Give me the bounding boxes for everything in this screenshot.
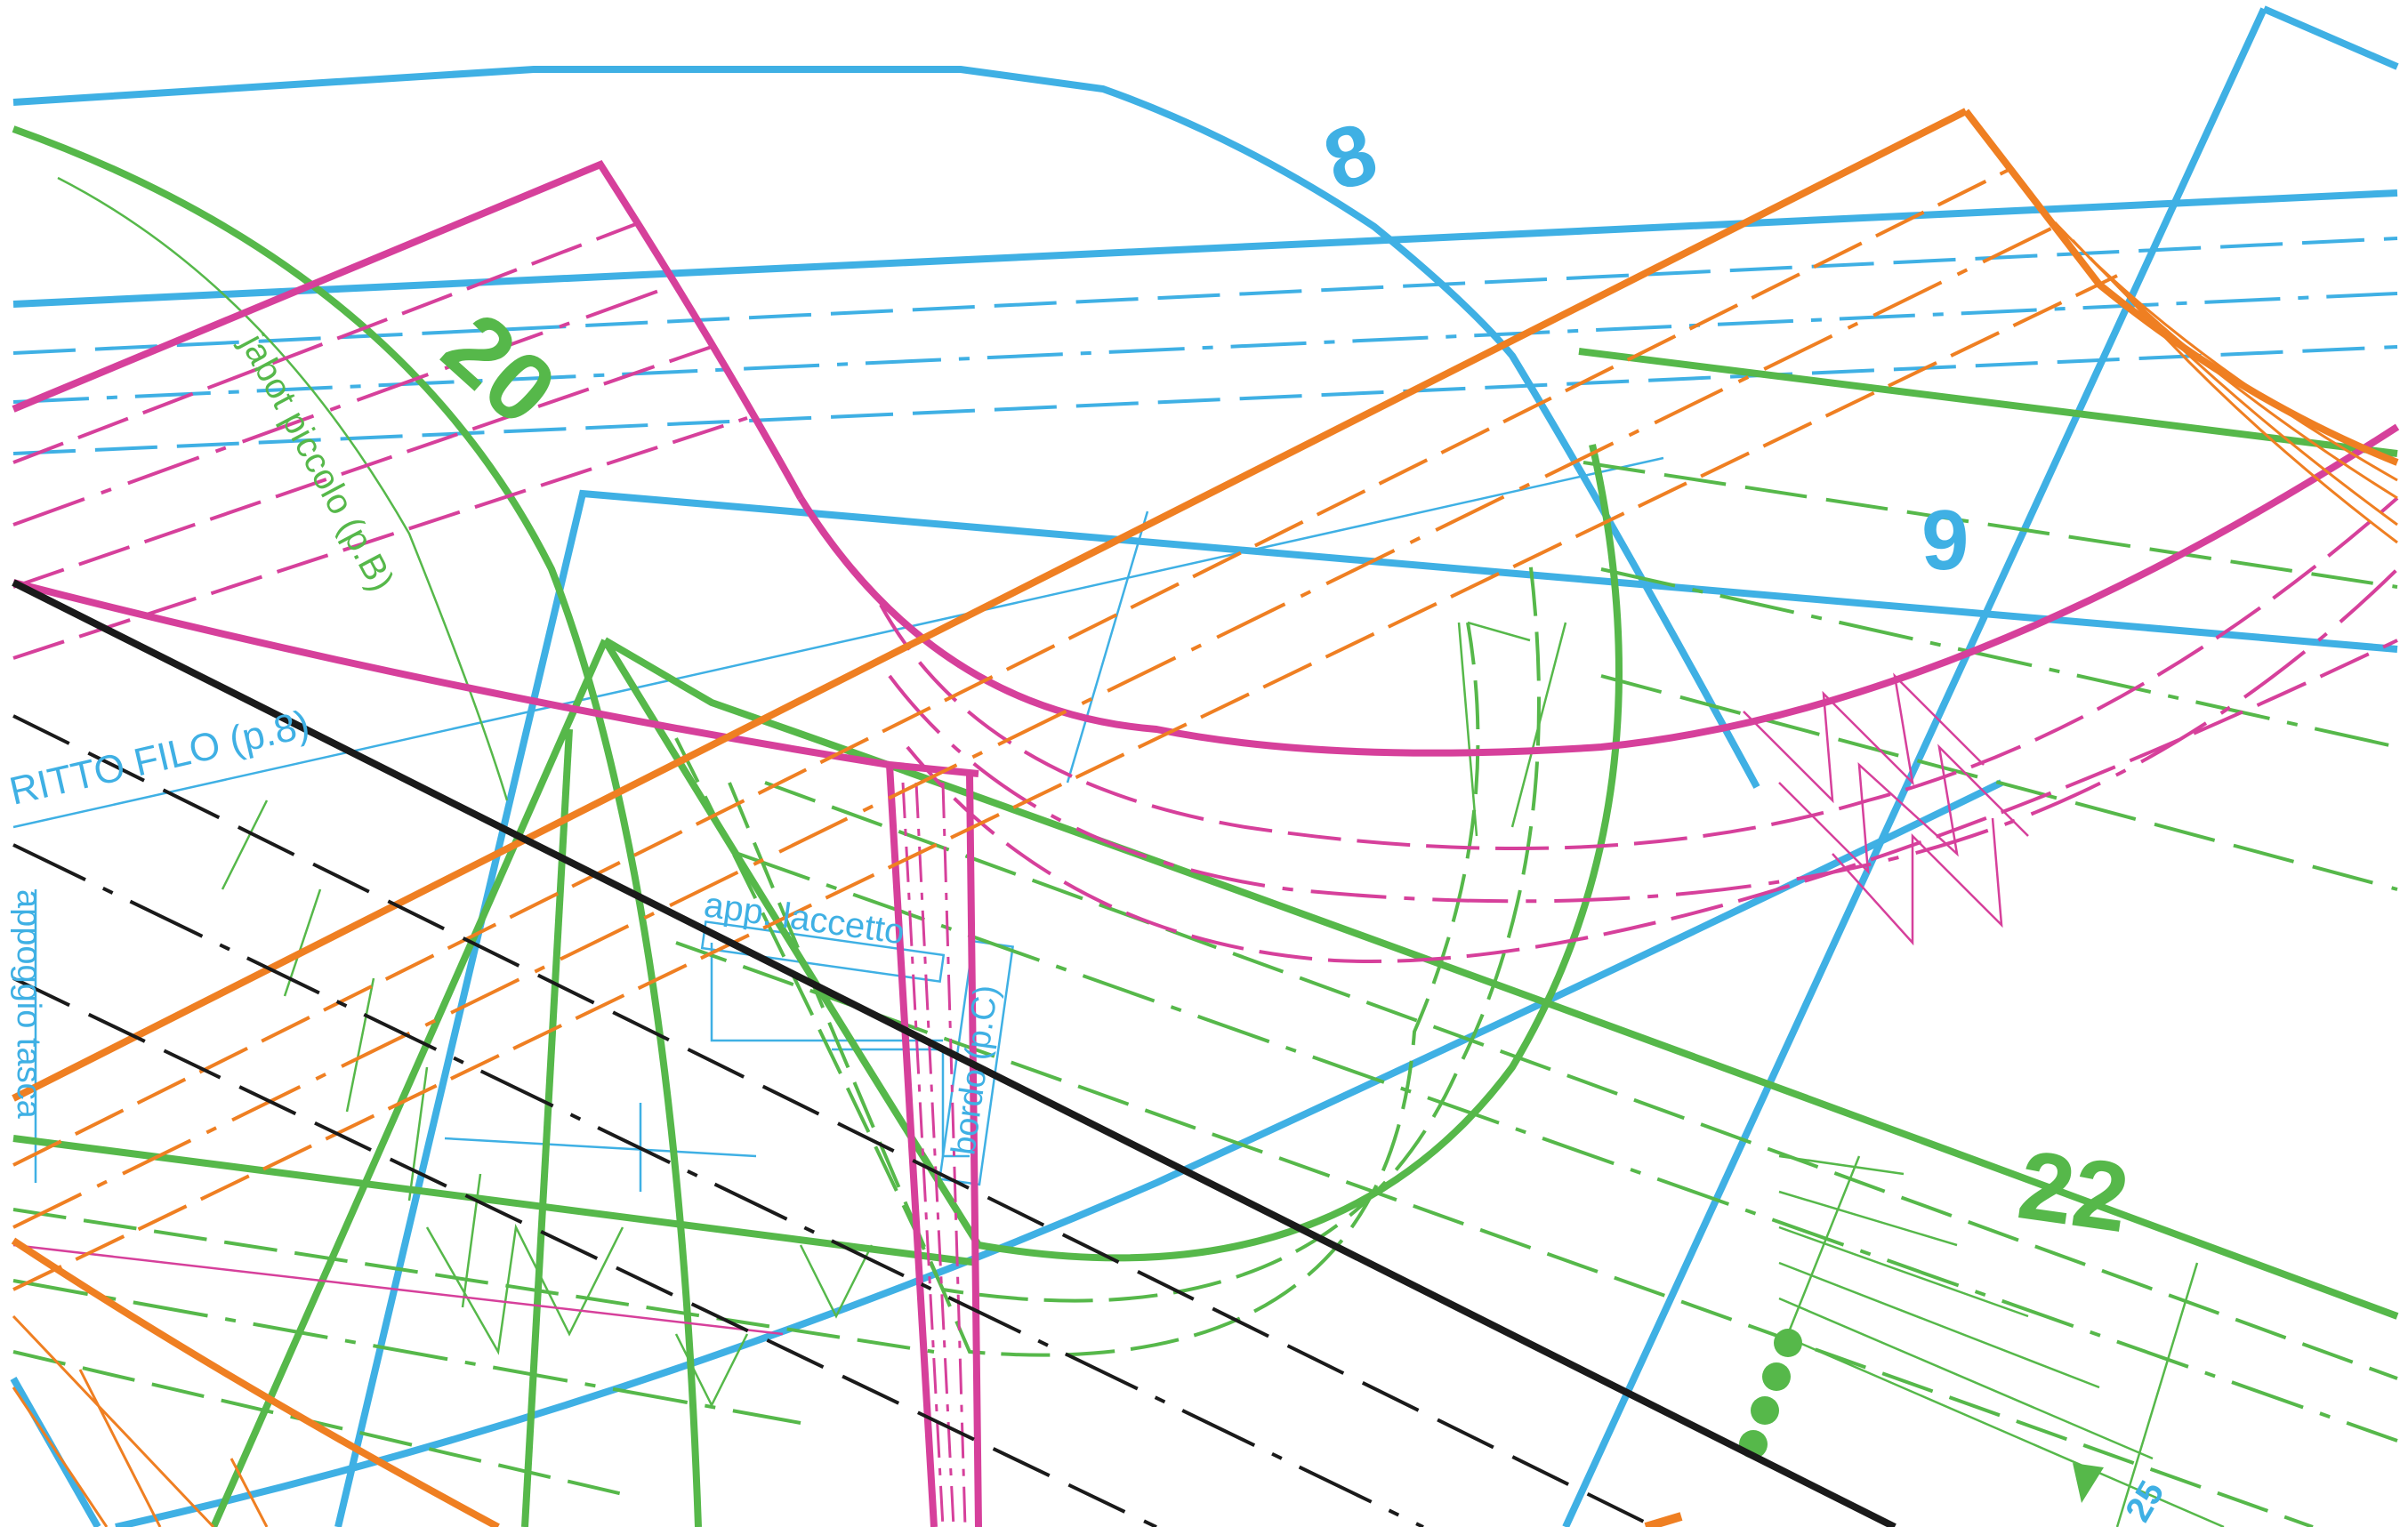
black-dash-2	[12, 976, 1157, 1527]
blue-dash-rule-2	[12, 345, 2398, 455]
green-dashed-arc-1	[674, 559, 1541, 1303]
green-low-4	[12, 1350, 624, 1496]
blue-peak-right	[2262, 5, 2399, 70]
orange-dash-1	[12, 167, 2011, 1167]
piece-number-20: 20	[423, 292, 576, 446]
green-short-ticks	[221, 800, 482, 1308]
black-dashdot	[12, 843, 1424, 1527]
appoggio-tasca-label: appoggio tasca	[10, 889, 47, 1120]
blue-lower-curve	[115, 779, 2003, 1527]
black-main-diagonal	[12, 579, 1897, 1527]
blue-laccetto-marks	[444, 943, 970, 1192]
magenta-lower-line	[12, 579, 979, 777]
dritto-filo-label: RITTO FILO (p.8)	[5, 703, 313, 814]
green-mid-line-3	[675, 941, 2314, 1527]
orange-dash-2	[12, 274, 2118, 1291]
green-right-top	[1578, 348, 2398, 457]
green-right-dash-1	[1583, 461, 2398, 589]
green-low-3	[12, 1279, 801, 1425]
magenta-dash-curve-1	[879, 496, 2399, 850]
magenta-strap	[886, 764, 982, 1527]
green-zigzag-marks	[425, 1223, 874, 1408]
orange-lower-fan	[12, 1314, 269, 1527]
orange-main-diagonal	[12, 108, 1968, 1102]
green-notch-dots	[1739, 1329, 1802, 1459]
orange-pattern-lines	[11, 108, 2399, 1527]
magenta-pattern-lines	[12, 160, 2400, 1527]
orange-corner-fan	[2053, 221, 2398, 544]
magenta-strap-inner	[901, 782, 967, 1527]
green-right-dash-2	[1600, 674, 2398, 891]
orange-dashdot	[12, 221, 2065, 1229]
black-pattern-lines	[12, 579, 1897, 1527]
orange-lower-left	[11, 1237, 500, 1527]
black-dash-1	[12, 714, 1655, 1527]
green-dashed-arc-2	[728, 622, 1480, 1357]
magenta-pleat-marks	[1743, 672, 2029, 946]
green-grain-marks	[1457, 621, 2225, 1527]
magenta-big-curve	[797, 423, 2400, 757]
blue-thin-1	[1066, 510, 1149, 784]
piece-9-outline	[334, 489, 2398, 1527]
magenta-dash-left-1	[12, 221, 641, 464]
magenta-thin-left	[12, 1243, 784, 1336]
blue-dash-rule-1	[12, 237, 2398, 355]
green-left-verticalish-1	[210, 639, 608, 1527]
green-pattern-lines	[12, 125, 2399, 1527]
blue-dashdot-rule	[12, 292, 2398, 404]
green-left-verticalish-2	[521, 728, 573, 1527]
dritto-filo-line	[12, 456, 1664, 829]
app-laccetto-box	[700, 920, 946, 984]
piece-number-22: 22	[2012, 1129, 2135, 1253]
magenta-dash-curve-3	[906, 639, 2398, 963]
magenta-dash-left-2	[12, 345, 713, 589]
green-low-1	[12, 1135, 979, 1266]
blue-pattern-lines	[10, 5, 2399, 1527]
green-arrow-marker	[2073, 1463, 2104, 1503]
blue-diagonal-right	[1562, 7, 2267, 1527]
piece-number-25: 25	[2118, 1475, 2171, 1527]
green-low-2	[12, 1208, 935, 1354]
green-right-dashdot	[1600, 567, 2398, 749]
magenta-top-bracket	[12, 160, 804, 500]
orange-bottom-arrow	[1644, 1512, 1683, 1527]
piece-20-arc	[12, 125, 702, 1527]
green-mid-line-2	[737, 852, 2398, 1443]
magenta-dashdot-left	[12, 283, 677, 526]
green-big-arc	[601, 444, 2399, 1320]
green-jabot-arc	[57, 176, 509, 801]
magenta-dash-left-3	[12, 416, 748, 660]
blue-top-rule	[12, 189, 2398, 308]
piece-number-9: 9	[1921, 493, 1969, 588]
green-mid-line-1	[764, 781, 2398, 1380]
orange-top-right-corner	[1962, 108, 2399, 466]
